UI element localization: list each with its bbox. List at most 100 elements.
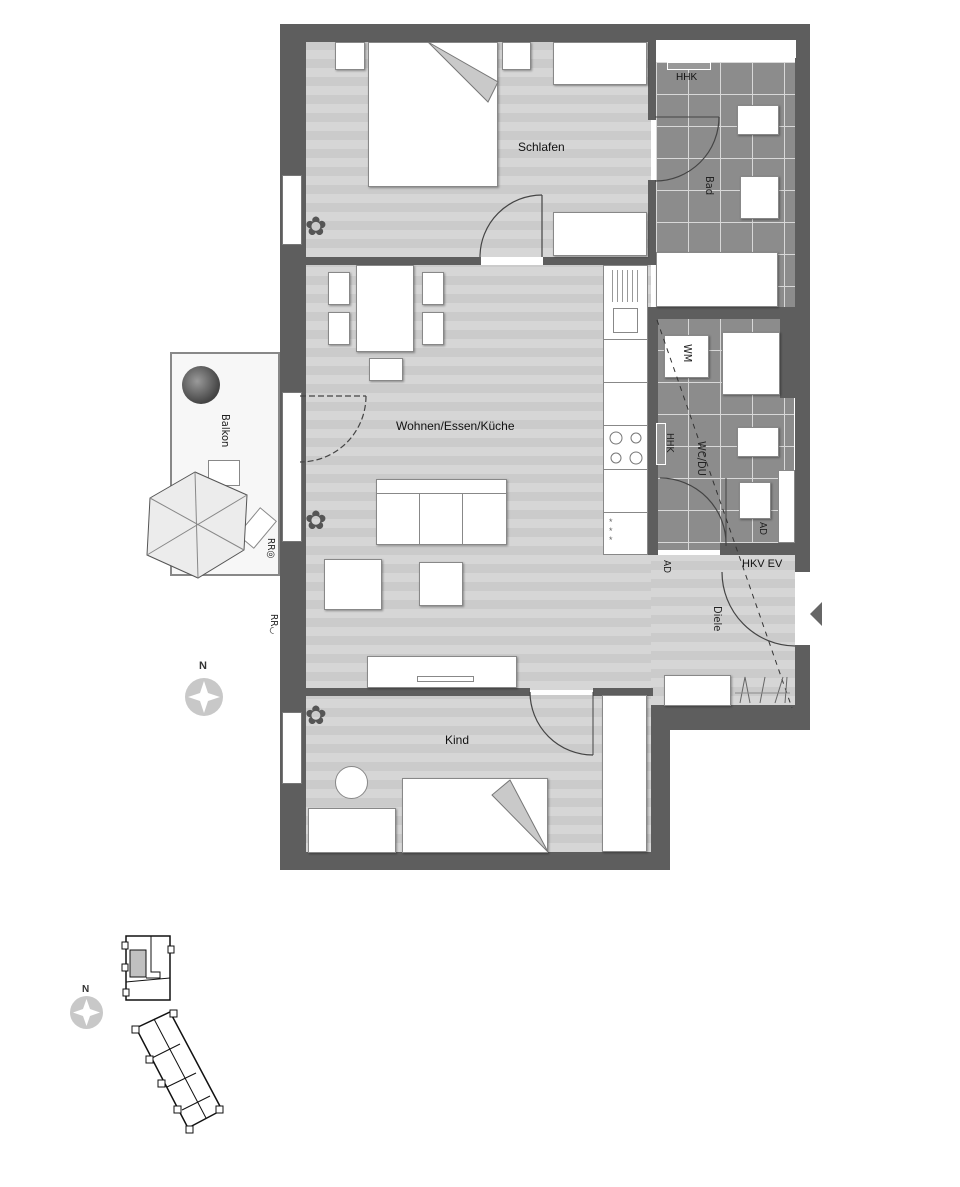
- floor-plan: ✿ Schlafen HHK Bad *** Wohnen/Essen/Küch…: [280, 24, 822, 870]
- wall-wc-bottom: [720, 543, 810, 555]
- outer-wall-bottom: [280, 852, 670, 870]
- wardrobe-kind: [602, 695, 647, 852]
- entry-opening: [795, 572, 810, 645]
- wall-left-pier: [280, 540, 306, 700]
- door-swing-wc: [659, 477, 727, 547]
- chair-4: [422, 312, 444, 345]
- entry-arrow-icon: [810, 602, 822, 626]
- room-label-schlafen: Schlafen: [518, 140, 565, 154]
- toilet-wc: [737, 427, 779, 457]
- kitchen-divider-1: [603, 339, 648, 340]
- shower-tray: [722, 332, 780, 395]
- rr-outside-label: RR◡: [268, 614, 279, 635]
- diele-cabinet: [664, 675, 731, 706]
- coat-rack-icon: [735, 676, 790, 704]
- outer-wall-top: [280, 24, 810, 42]
- dresser-top: [553, 42, 647, 85]
- wall-kitchen-wc: [648, 318, 658, 555]
- chair-2: [328, 312, 350, 345]
- outer-wall-entry-lower: [795, 645, 810, 730]
- hkv-ev-label: HKV EV: [742, 558, 783, 570]
- sink-wc: [739, 482, 771, 519]
- site-building-north: [121, 935, 175, 1001]
- wall-wohnen-kind-left: [306, 688, 530, 696]
- tv: [417, 676, 474, 682]
- dining-table: [356, 265, 414, 352]
- desk-kind: [308, 808, 396, 853]
- bed-double: [368, 42, 498, 187]
- plant-schlafen-icon: ✿: [305, 211, 327, 241]
- wall-schlafen-bad-bottom: [648, 180, 656, 265]
- wall-wc-right: [780, 318, 795, 398]
- kitchen-divider-2: [603, 382, 648, 383]
- shaft-dashed-line: [656, 319, 793, 709]
- sofa: [376, 479, 507, 545]
- toilet-bad: [737, 105, 779, 135]
- plant-kind-icon: ✿: [305, 700, 327, 730]
- door-swing-balcony: [299, 395, 367, 463]
- sofa-back: [376, 493, 507, 494]
- kitchen-counter: [603, 265, 648, 555]
- radiator-wc: [656, 423, 666, 465]
- sink-bad: [740, 176, 779, 219]
- kitchen-divider-3: [603, 425, 648, 426]
- washing-machine: [664, 335, 709, 378]
- sofa-seat-2: [462, 494, 463, 545]
- compass-site-icon: [70, 996, 103, 1029]
- kitchen-divider-5: [603, 512, 648, 513]
- cooktop-icon: [609, 431, 643, 465]
- hhk-bad-label: HHK: [676, 72, 698, 83]
- side-table: [419, 562, 463, 606]
- balcony-tree-icon: [182, 366, 220, 404]
- room-label-balkon: Balkon: [219, 414, 232, 448]
- chair-1: [328, 272, 350, 305]
- door-swing-bad: [654, 116, 720, 182]
- door-swing-kind: [529, 691, 594, 756]
- radiator-bad: [667, 62, 711, 70]
- bathtub: [656, 252, 778, 307]
- outer-wall-right: [795, 24, 810, 572]
- wall-schlafen-bad-top: [648, 42, 656, 120]
- balcony-lounger: [208, 460, 240, 486]
- door-swing-schlafen: [479, 194, 543, 258]
- room-label-bad: Bad: [703, 176, 716, 196]
- kitchen-drainer: [612, 270, 638, 302]
- compass-rose-icon: [185, 678, 223, 716]
- compass-main-north-label: N: [199, 660, 207, 672]
- kitchen-divider-4: [603, 469, 648, 470]
- nightstand-right: [502, 42, 531, 70]
- window-wohnen-balcony-door: [282, 392, 302, 542]
- chair-5: [369, 358, 403, 381]
- rr-balkon-label: RR◎: [265, 538, 276, 559]
- wc-cabinet: [778, 470, 795, 543]
- fridge-icon: ***: [609, 517, 613, 545]
- room-label-kind: Kind: [445, 733, 470, 747]
- ad-diele-label: AD: [661, 560, 672, 574]
- window-schlafen: [282, 175, 302, 245]
- compass-site-north-label: N: [82, 984, 90, 995]
- sofa-seat-1: [419, 494, 420, 545]
- outer-wall-diele-bottom: [650, 705, 810, 730]
- wall-schlafen-wohnen-right: [543, 257, 656, 265]
- window-kind: [282, 712, 302, 784]
- bed-double-blanket-icon: [427, 41, 499, 103]
- round-stool: [335, 766, 368, 799]
- armchair: [324, 559, 382, 610]
- nightstand-left: [335, 42, 365, 70]
- plant-wohnen-icon: ✿: [305, 505, 327, 535]
- parasol-icon: [146, 471, 248, 579]
- bed-single-blanket-icon: [491, 779, 549, 853]
- wall-bad-wc: [648, 307, 810, 319]
- wall-wohnen-kind-right: [593, 688, 653, 696]
- site-plan: N: [60, 920, 240, 1134]
- chair-3: [422, 272, 444, 305]
- tv-sideboard: [367, 656, 517, 688]
- room-label-wohnen: Wohnen/Essen/Küche: [396, 419, 515, 433]
- kitchen-sink: [613, 308, 638, 333]
- door-swing-entry: [721, 571, 796, 647]
- wardrobe-schlafen: [553, 212, 647, 256]
- wall-schlafen-wohnen-left: [306, 257, 481, 265]
- site-building-south: [131, 1009, 224, 1134]
- compass-main: N: [183, 660, 225, 720]
- bad-top-shelf: [656, 40, 796, 58]
